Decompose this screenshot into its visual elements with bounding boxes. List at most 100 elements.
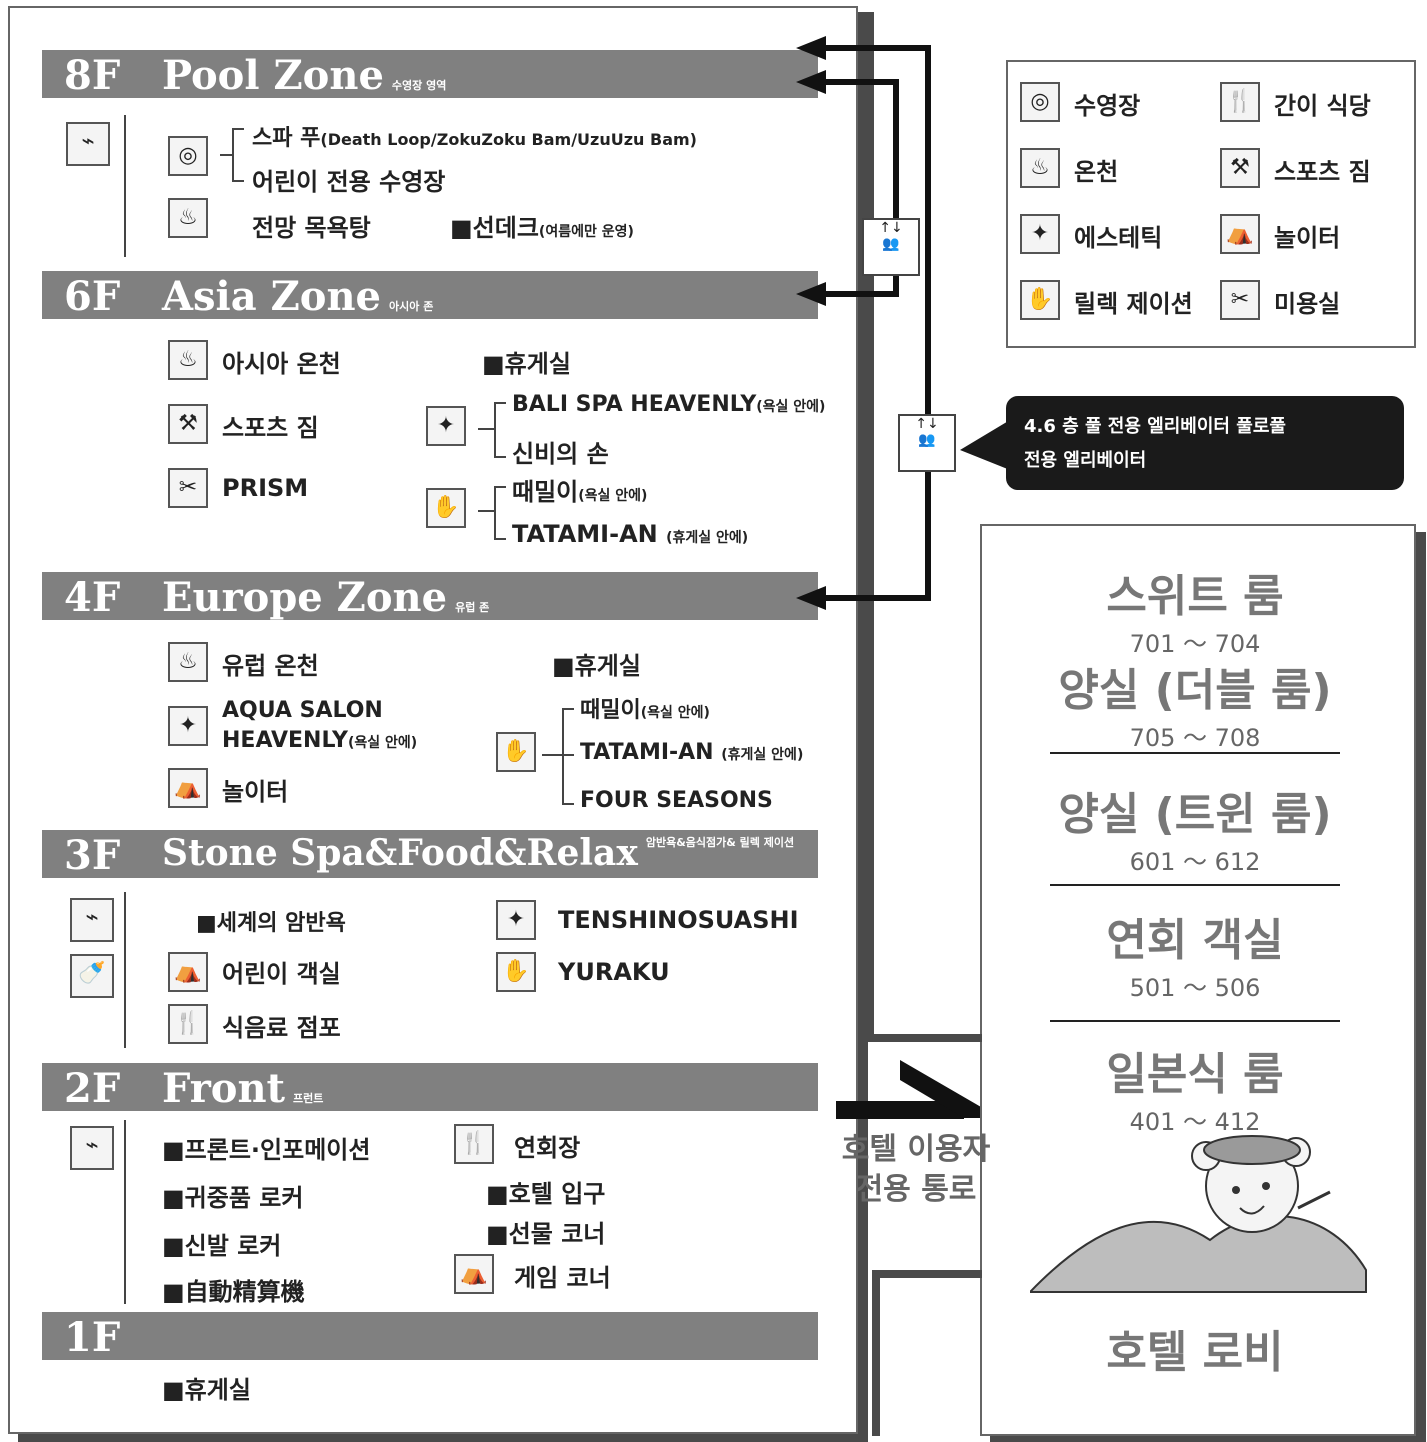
restaurant-icon: 🍴 xyxy=(168,1004,208,1044)
banquet-text: 연회장 xyxy=(514,1134,581,1162)
kids-pool-text: 어린이 전용 수영장 xyxy=(252,168,446,196)
divider xyxy=(124,1120,126,1304)
onsen-icon: ♨ xyxy=(168,198,208,238)
room-japanese: 일본식 룸 401 ～ 412 xyxy=(1106,1049,1284,1136)
prism-text: PRISM xyxy=(222,474,309,502)
hotel-lobby-text: 호텔 로비 xyxy=(1106,1327,1284,1378)
esthetic-icon: ✦ xyxy=(1020,214,1060,254)
pool-icon: ◎ xyxy=(1020,82,1060,122)
lounge-text: ■휴게실 xyxy=(552,652,641,680)
spa-pool-text: 스파 푸(Death Loop/ZokuZoku Bam/UzuUzu Bam) xyxy=(252,126,697,151)
connector xyxy=(220,154,232,156)
bracket xyxy=(494,402,506,458)
aqua-salon-text: AQUA SALON xyxy=(222,698,383,723)
mascot-illustration xyxy=(1030,1135,1367,1293)
elevator-icon: ↑↓👥 xyxy=(862,218,920,276)
view-bath-text: 전망 목욕탕 xyxy=(252,214,371,242)
playground-icon: ⛺ xyxy=(168,768,208,808)
panel-shadow xyxy=(872,1034,982,1042)
relaxation-icon: ✋ xyxy=(1020,280,1060,320)
room-twin: 양실 (트윈 룸) 601 ～ 612 xyxy=(1058,789,1332,876)
game-corner-text: 게임 코너 xyxy=(514,1264,611,1292)
restaurant-icon: 🍴 xyxy=(454,1124,494,1164)
room-banquet: 연회 객실 501 ～ 506 xyxy=(1106,915,1284,1002)
connector xyxy=(542,754,574,756)
smoking-area-icon: ⌁ xyxy=(70,898,114,942)
floor-label: 4F xyxy=(64,574,121,621)
pool-elevator-callout: 4.6 층 풀 전용 엘리베이터 풀로풀 전용 엘리베이터 xyxy=(1006,396,1404,490)
kids-room-text: 어린이 객실 xyxy=(222,960,341,988)
mystic-hand-text: 신비의 손 xyxy=(512,440,609,468)
gym-icon: ⚒ xyxy=(1220,148,1260,188)
food-shop-text: 식음료 점포 xyxy=(222,1014,341,1042)
floor-label: 8F xyxy=(64,52,121,99)
pool-icon: ◎ xyxy=(168,136,208,176)
esthetic-icon: ✦ xyxy=(496,900,536,940)
panel-shadow xyxy=(872,1270,880,1436)
hotel-passage-label: 호텔 이용자 전용 통로 xyxy=(841,1132,991,1207)
gift-corner-text: ■선물 코너 xyxy=(486,1220,606,1248)
bracket xyxy=(232,128,244,182)
onsen-icon: ♨ xyxy=(168,642,208,682)
floor-label: 3F xyxy=(64,832,121,879)
tatami-text: TATAMI-AN (휴게실 안에) xyxy=(580,740,804,765)
connector xyxy=(562,803,574,805)
auto-pay-text: ■自動精算機 xyxy=(162,1278,305,1306)
europe-onsen-text: 유럽 온천 xyxy=(222,652,319,680)
aqua-salon-heavenly-text: HEAVENLY(욕실 안에) xyxy=(222,728,418,753)
esthetic-icon: ✦ xyxy=(168,706,208,746)
smoking-area-icon: ⌁ xyxy=(70,1126,114,1170)
connector xyxy=(562,708,564,804)
divider xyxy=(1050,884,1340,886)
onsen-icon: ♨ xyxy=(1020,148,1060,188)
panel-shadow xyxy=(872,1270,982,1278)
room-suite: 스위트 룸 701 ～ 704 xyxy=(1106,571,1284,658)
restaurant-icon: 🍴 xyxy=(1220,82,1260,122)
scrub-text: 때밀이(욕실 안에) xyxy=(512,478,648,506)
floor-label: 6F xyxy=(64,273,121,320)
tenshino-text: TENSHINOSUASHI xyxy=(558,906,799,934)
divider xyxy=(1050,752,1340,754)
four-seasons-text: FOUR SEASONS xyxy=(580,788,773,813)
floor-bar-1f: 1F xyxy=(42,1312,818,1361)
front-info-text: ■프론트·인포메이션 xyxy=(162,1136,371,1164)
floor-label: 2F xyxy=(64,1065,121,1112)
beauty-salon-icon: ✂ xyxy=(168,468,208,508)
hotel-entrance-text: ■호텔 입구 xyxy=(486,1180,606,1208)
relaxation-icon: ✋ xyxy=(426,488,466,528)
connector xyxy=(478,510,494,512)
relaxation-icon: ✋ xyxy=(496,952,536,992)
divider xyxy=(124,115,126,257)
playground-icon: ⛺ xyxy=(1220,214,1260,254)
sundeck-text: ■선데크(여름에만 운영) xyxy=(450,214,634,242)
divider xyxy=(124,892,126,1048)
scrub-text: 때밀이(욕실 안에) xyxy=(580,698,710,723)
divider xyxy=(1050,1020,1340,1022)
world-stone-text: ■세계의 암반욕 xyxy=(196,911,346,936)
nursing-bottle-icon: 🍼 xyxy=(70,954,114,998)
floor-label: 1F xyxy=(64,1314,121,1361)
yuraku-text: YURAKU xyxy=(558,958,670,986)
playground-text: 놀이터 xyxy=(222,778,289,806)
gym-icon: ⚒ xyxy=(168,404,208,444)
beauty-salon-icon: ✂ xyxy=(1220,280,1260,320)
tatami-text: TATAMI-AN (휴게실 안에) xyxy=(512,520,749,548)
playground-icon: ⛺ xyxy=(168,952,208,992)
lounge-text: ■휴게실 xyxy=(482,350,571,378)
smoking-area-icon: ⌁ xyxy=(66,122,110,166)
asia-onsen-text: 아시아 온천 xyxy=(222,350,341,378)
relaxation-icon: ✋ xyxy=(496,732,536,772)
valuables-text: ■귀중품 로커 xyxy=(162,1184,304,1212)
connector xyxy=(562,708,574,710)
floor-guide-panel xyxy=(8,6,858,1434)
sports-gym-text: 스포츠 짐 xyxy=(222,414,319,442)
shoe-locker-text: ■신발 로커 xyxy=(162,1232,282,1260)
